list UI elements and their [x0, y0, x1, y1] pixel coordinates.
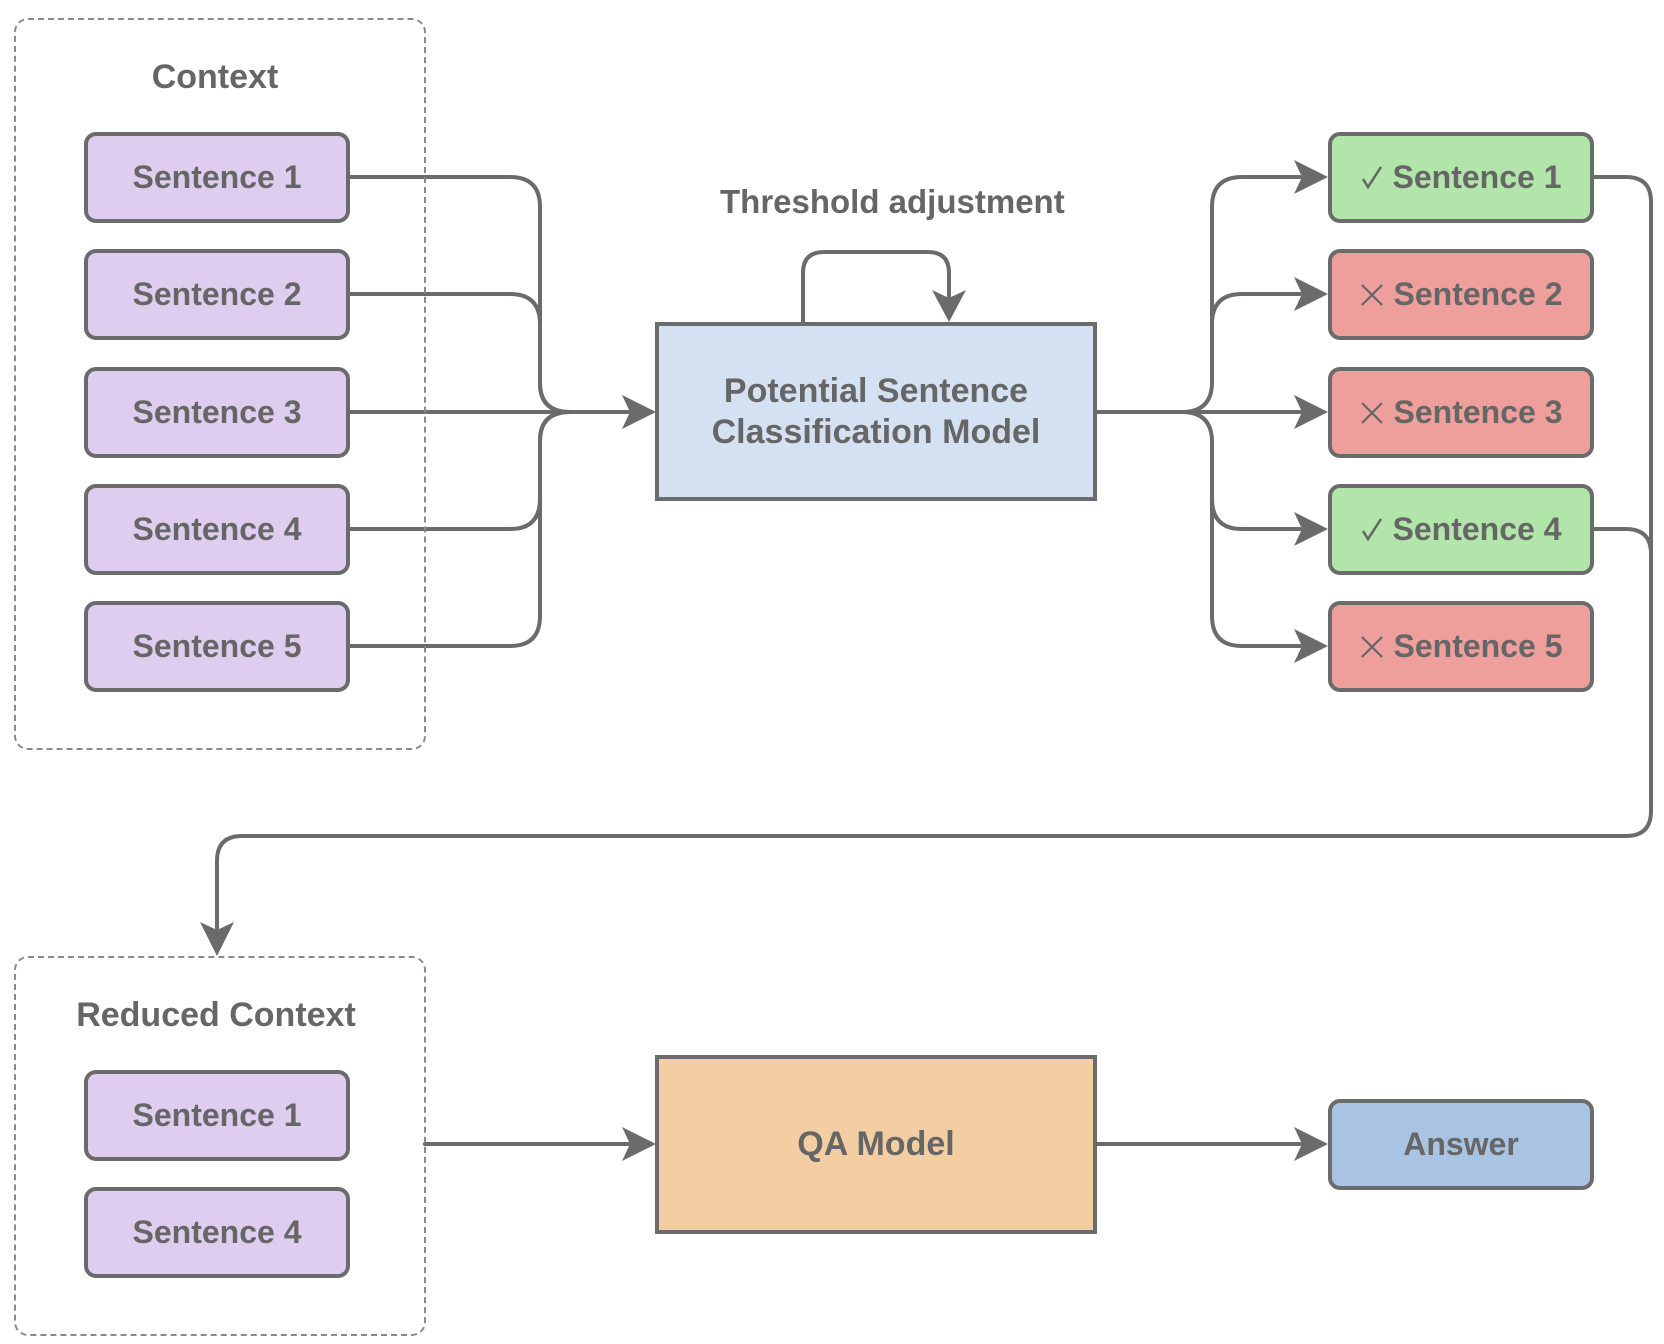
connector-kept-1 [215, 175, 1653, 930]
arrowhead-threshold [932, 290, 966, 322]
classified-sentence-3-label: Sentence 3 [1393, 394, 1563, 430]
classified-sentence-4-label: Sentence 4 [1392, 511, 1562, 547]
qa-model: QA Model [655, 1055, 1097, 1234]
classified-sentence-1: Sentence 1 [1328, 132, 1594, 223]
potential-sentence-classification-model: Potential Sentence Classification Model [655, 322, 1097, 501]
cross-icon [1360, 635, 1384, 659]
classified-sentence-2-label: Sentence 2 [1393, 276, 1563, 312]
reduced-sentence-4: Sentence 4 [84, 1187, 350, 1278]
classified-sentence-2: Sentence 2 [1328, 249, 1594, 340]
context-sentence-1: Sentence 1 [84, 132, 350, 223]
check-icon [1361, 517, 1383, 543]
check-icon [1361, 165, 1383, 191]
classified-sentence-1-label: Sentence 1 [1392, 159, 1562, 195]
connector-out-5 [1210, 497, 1302, 648]
classified-sentence-5-label: Sentence 5 [1393, 628, 1563, 664]
context-sentence-2: Sentence 2 [84, 249, 350, 340]
arrowhead-out-4 [1294, 512, 1328, 546]
connector-out-1 [1095, 175, 1302, 414]
context-sentence-4: Sentence 4 [84, 484, 350, 575]
reduced-sentence-1: Sentence 1 [84, 1070, 350, 1161]
classifier-title-line-1: Potential Sentence [723, 371, 1029, 410]
context-group [14, 18, 426, 750]
connector-context-5 [348, 410, 572, 648]
classified-sentence-5: Sentence 5 [1328, 601, 1594, 692]
arrowhead-out-1 [1294, 160, 1328, 194]
arrowhead-out-3 [1294, 395, 1328, 429]
classifier-title-line-2: Classification Model [711, 412, 1041, 451]
context-sentence-3: Sentence 3 [84, 367, 350, 458]
connector-context-2 [348, 292, 572, 414]
context-sentence-5: Sentence 5 [84, 601, 350, 692]
answer-node: Answer [1328, 1099, 1594, 1190]
context-title: Context [151, 58, 279, 96]
connector-kept-4 [1592, 527, 1653, 556]
classified-sentence-3: Sentence 3 [1328, 367, 1594, 458]
arrowhead-qa-in [622, 1127, 656, 1161]
reduced-context-title: Reduced Context [76, 996, 356, 1034]
classified-sentence-4: Sentence 4 [1328, 484, 1594, 575]
arrowhead-out-5 [1294, 629, 1328, 663]
reduced-context-group [14, 956, 426, 1336]
connector-out-4 [1180, 410, 1302, 531]
cross-icon [1360, 283, 1384, 307]
connector-threshold-loop [801, 250, 951, 324]
arrowhead-classifier-in [622, 395, 656, 429]
threshold-adjustment-label: Threshold adjustment [720, 183, 1065, 220]
arrowhead-out-2 [1294, 277, 1328, 311]
arrowhead-answer-in [1294, 1127, 1328, 1161]
cross-icon [1360, 401, 1384, 425]
connector-out-2 [1210, 292, 1302, 326]
arrowhead-reduced [200, 922, 234, 956]
